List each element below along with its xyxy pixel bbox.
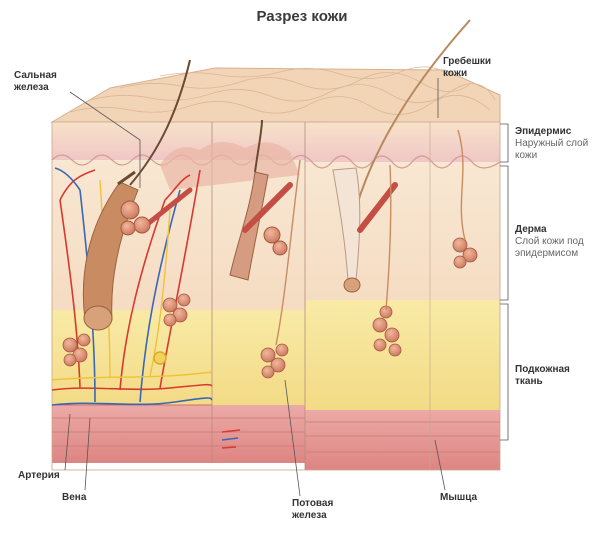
sebaceous-gland-left (120, 200, 151, 236)
label-artery: Артерия (18, 470, 60, 481)
diagram-title: Разрез кожи (256, 8, 348, 25)
label-line: Подкожная (515, 364, 570, 375)
label-desc: эпидермисом (515, 248, 579, 259)
skin-surface (50, 66, 501, 125)
sweat-ducts (275, 129, 466, 346)
label-line: железа (14, 82, 49, 93)
front-right-block (51, 121, 501, 471)
arteries (51, 169, 213, 391)
hair-follicle-middle (229, 119, 293, 281)
label-name: Дерма (515, 224, 547, 235)
label-line: железа (292, 510, 327, 521)
label-line: кожи (443, 68, 468, 79)
label-line: Сальная (14, 70, 57, 81)
label-desc: Слой кожи под (515, 236, 584, 247)
label-name: Эпидермис (515, 126, 572, 137)
sweat-glands (62, 237, 478, 379)
label-sebaceous-gland: Сальная железа (14, 70, 57, 94)
label-muscle: Мышца (440, 492, 478, 503)
label-sweat-gland: Потовая железа (292, 498, 333, 522)
label-desc: Наружный слой (515, 138, 589, 149)
label-line: Гребешки (443, 56, 492, 67)
hair-follicle-right (332, 19, 471, 293)
cut-vessels (221, 429, 241, 449)
label-line: Потовая (292, 498, 334, 509)
label-desc: кожи (515, 150, 538, 161)
label-dermis: Дерма Слой кожи под эпидермисом (515, 224, 584, 260)
nerves (51, 179, 213, 381)
label-epidermis: Эпидермис Наружный слой кожи (515, 126, 588, 162)
label-vein: Вена (62, 492, 87, 503)
label-skin-ridges: Гребешки кожи (443, 56, 491, 80)
label-subcutaneous: Подкожная ткань (515, 364, 570, 388)
leader-lines (64, 78, 509, 497)
label-line: ткань (515, 376, 543, 387)
